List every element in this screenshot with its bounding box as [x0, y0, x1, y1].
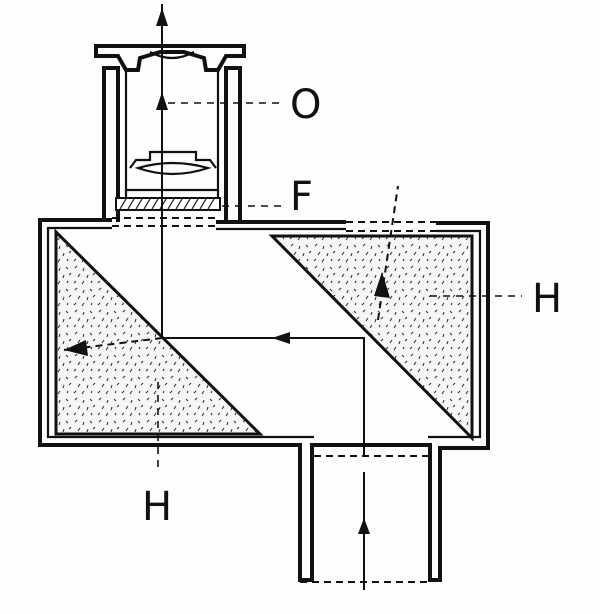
label-h-left: H	[142, 484, 172, 530]
filter-plate	[115, 197, 221, 211]
label-f: F	[290, 174, 313, 220]
label-h-right: H	[532, 276, 562, 322]
reflected-rays-dashed	[63, 185, 399, 356]
prism-left	[54, 228, 264, 436]
housing	[38, 218, 490, 582]
eyepiece-tube	[94, 44, 246, 222]
label-o: O	[290, 82, 321, 128]
light-ray	[156, 4, 370, 590]
openings-dashed	[112, 217, 436, 583]
leader-lines	[157, 102, 522, 470]
prism-right	[268, 234, 474, 442]
